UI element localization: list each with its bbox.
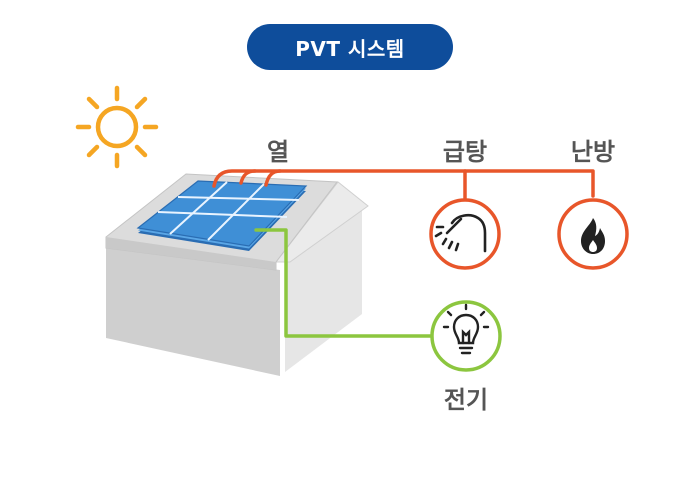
hot-water-node <box>429 198 501 270</box>
heating-node <box>557 198 629 270</box>
electricity-node <box>430 300 502 372</box>
house <box>105 173 369 376</box>
label-heat: 열 <box>266 138 290 166</box>
label-heating: 난방 <box>570 138 616 166</box>
lightbulb-icon <box>442 303 490 355</box>
title-pill: PVT 시스템 <box>247 24 453 70</box>
label-electricity: 전기 <box>443 386 489 414</box>
label-hot-water: 급탕 <box>442 138 488 166</box>
flame-icon <box>581 218 605 254</box>
heat-pipes <box>212 169 595 200</box>
sun-icon <box>75 85 159 169</box>
house-front-wall <box>106 248 280 376</box>
electric-line <box>254 228 434 338</box>
shower-icon <box>434 213 487 253</box>
page-title: PVT 시스템 <box>295 36 405 61</box>
